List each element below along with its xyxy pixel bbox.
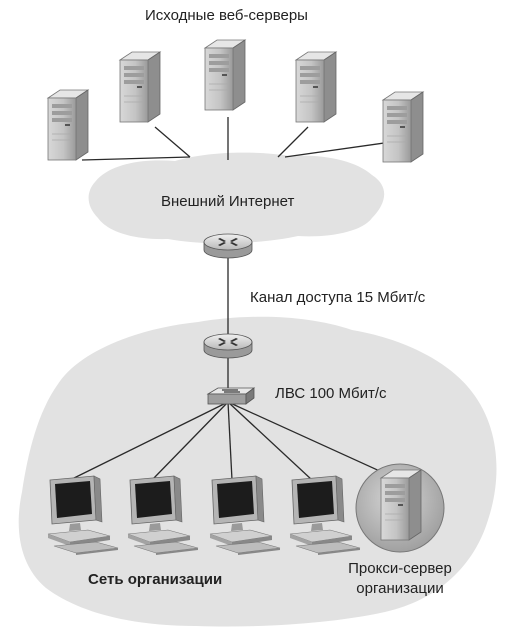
origin-server-icon	[295, 51, 337, 123]
institutional-network-label: Сеть организации	[88, 571, 223, 588]
proxy-server-label-line2: организации	[356, 580, 444, 597]
origin-server-icon	[47, 89, 89, 161]
proxy-server-label-line1: Прокси-сервер	[348, 560, 452, 577]
links	[69, 117, 396, 481]
origin-server-icon	[382, 91, 424, 163]
internet-router-icon	[203, 233, 253, 259]
lan-switch-icon	[206, 387, 256, 405]
lan-label: ЛВС 100 Мбит/с	[275, 385, 387, 402]
internet-label: Внешний Интернет	[161, 193, 295, 210]
access-link-label: Канал доступа 15 Мбит/с	[250, 289, 426, 306]
origin-server-icon	[119, 51, 161, 123]
institution-cloud	[18, 316, 497, 627]
proxy-server-icon	[355, 463, 445, 553]
origin-servers-label: Исходные веб-серверы	[145, 7, 308, 24]
internet-cloud	[88, 152, 385, 244]
institution-router-icon	[203, 333, 253, 359]
origin-server-icon	[204, 39, 246, 111]
